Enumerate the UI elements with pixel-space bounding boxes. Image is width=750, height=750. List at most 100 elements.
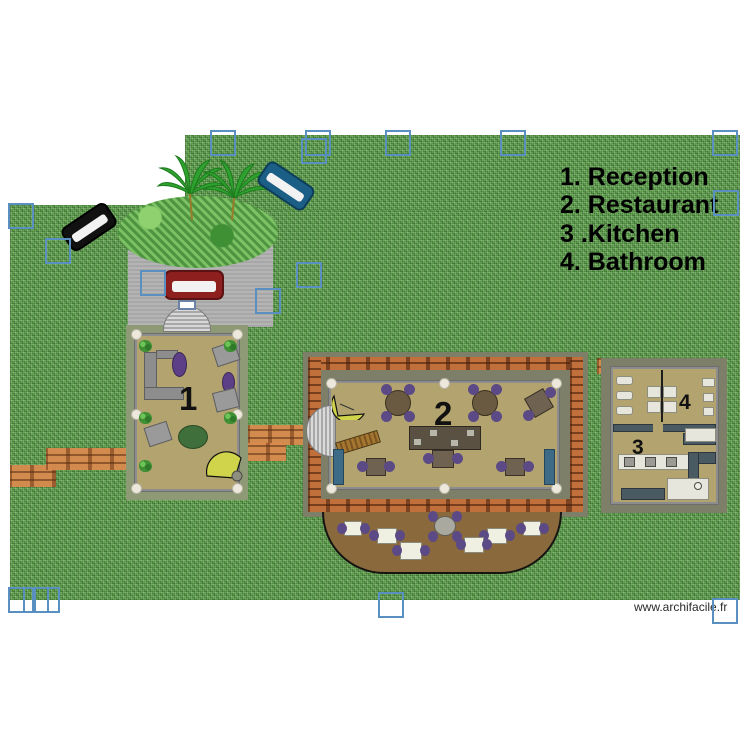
post-light xyxy=(232,329,243,340)
post-light xyxy=(551,483,562,494)
chair[interactable] xyxy=(545,387,556,398)
chair[interactable] xyxy=(395,530,405,541)
stove-burner[interactable] xyxy=(624,457,635,467)
restaurant-brick-east xyxy=(570,357,583,512)
post-light xyxy=(131,329,142,340)
selection-handle[interactable] xyxy=(255,288,281,314)
wc-cubicle[interactable] xyxy=(647,386,661,398)
lounger-icon[interactable] xyxy=(332,392,368,420)
brick-path-mid[interactable] xyxy=(248,425,314,445)
chair[interactable] xyxy=(516,523,526,534)
post-light xyxy=(326,378,337,389)
reception-door[interactable] xyxy=(178,300,196,310)
kitchen-prep-station[interactable] xyxy=(667,478,709,500)
square-table[interactable] xyxy=(432,450,454,468)
post-light xyxy=(551,378,562,389)
sink[interactable] xyxy=(703,393,714,402)
selection-handle[interactable] xyxy=(500,130,526,156)
chair[interactable] xyxy=(428,511,438,522)
chair[interactable] xyxy=(496,461,507,472)
terrace-round-table[interactable] xyxy=(434,516,456,536)
chair[interactable] xyxy=(523,461,534,472)
kitchen-worktop[interactable] xyxy=(685,428,716,442)
selection-handle[interactable] xyxy=(45,238,71,264)
chair[interactable] xyxy=(468,411,479,422)
stove-burner[interactable] xyxy=(645,457,656,467)
chair[interactable] xyxy=(428,531,438,542)
toilet[interactable] xyxy=(616,406,633,415)
chair[interactable] xyxy=(357,461,368,472)
selection-handle[interactable] xyxy=(301,138,327,164)
wc-cubicle[interactable] xyxy=(647,401,661,413)
toilet[interactable] xyxy=(616,391,633,400)
chair[interactable] xyxy=(456,539,466,550)
chair[interactable] xyxy=(420,545,430,556)
reception-desk[interactable] xyxy=(144,387,184,400)
car-red[interactable] xyxy=(164,270,224,300)
chair[interactable] xyxy=(337,523,347,534)
watermark: www.archifacile.fr xyxy=(634,600,728,614)
selection-handle[interactable] xyxy=(712,130,738,156)
sink[interactable] xyxy=(703,407,714,416)
ottoman[interactable] xyxy=(172,352,187,377)
brick-path-west-a[interactable] xyxy=(10,465,56,487)
bathroom-stall-divider xyxy=(661,370,663,422)
stove-burner[interactable] xyxy=(666,457,677,467)
chair[interactable] xyxy=(452,511,462,522)
terrace-table[interactable] xyxy=(400,542,422,560)
room-number-4: 4 xyxy=(679,391,691,414)
brick-path-mid-b[interactable] xyxy=(246,443,286,461)
chair[interactable] xyxy=(523,410,534,421)
chair[interactable] xyxy=(505,530,515,541)
garden-island[interactable] xyxy=(118,196,278,268)
chair[interactable] xyxy=(539,523,549,534)
kitchen-sink[interactable] xyxy=(694,482,702,490)
room-number-1: 1 xyxy=(179,380,198,417)
sun-lounger-icon[interactable] xyxy=(205,450,245,482)
center-planter[interactable] xyxy=(178,425,208,449)
selection-handle[interactable] xyxy=(378,592,404,618)
plant xyxy=(139,460,152,472)
chair[interactable] xyxy=(423,453,434,464)
selection-handle[interactable] xyxy=(712,598,738,624)
chair[interactable] xyxy=(369,530,379,541)
counter-item xyxy=(466,429,475,437)
chair[interactable] xyxy=(381,384,392,395)
selection-handle[interactable] xyxy=(8,587,34,613)
square-table[interactable] xyxy=(505,458,525,476)
chair[interactable] xyxy=(491,384,502,395)
post-light xyxy=(326,483,337,494)
selection-handle[interactable] xyxy=(140,270,166,296)
brick-path-west-b[interactable] xyxy=(46,448,132,470)
selection-handle[interactable] xyxy=(713,190,739,216)
terrace-table[interactable] xyxy=(377,528,397,544)
chair[interactable] xyxy=(468,384,479,395)
selection-handle[interactable] xyxy=(296,262,322,288)
chair[interactable] xyxy=(392,545,402,556)
chair[interactable] xyxy=(360,523,370,534)
chair[interactable] xyxy=(491,411,502,422)
selection-handle[interactable] xyxy=(305,130,331,156)
toilet[interactable] xyxy=(616,376,633,385)
chair[interactable] xyxy=(479,530,489,541)
selection-handle[interactable] xyxy=(385,130,411,156)
selection-handle[interactable] xyxy=(34,587,60,613)
wc-cubicle[interactable] xyxy=(663,401,677,413)
room-number-3: 3 xyxy=(632,436,644,459)
wc-cubicle[interactable] xyxy=(663,386,677,398)
chair[interactable] xyxy=(482,539,492,550)
selection-handle[interactable] xyxy=(210,130,236,156)
chair[interactable] xyxy=(384,461,395,472)
terrace-table[interactable] xyxy=(464,537,484,553)
chair[interactable] xyxy=(452,453,463,464)
sink[interactable] xyxy=(702,378,715,387)
service-doorway[interactable] xyxy=(653,424,663,432)
square-table[interactable] xyxy=(366,458,386,476)
chair[interactable] xyxy=(381,411,392,422)
kitchen-counter[interactable] xyxy=(621,488,665,500)
chair[interactable] xyxy=(404,384,415,395)
chair[interactable] xyxy=(404,411,415,422)
selection-handle[interactable] xyxy=(8,203,34,229)
chair[interactable] xyxy=(452,531,462,542)
